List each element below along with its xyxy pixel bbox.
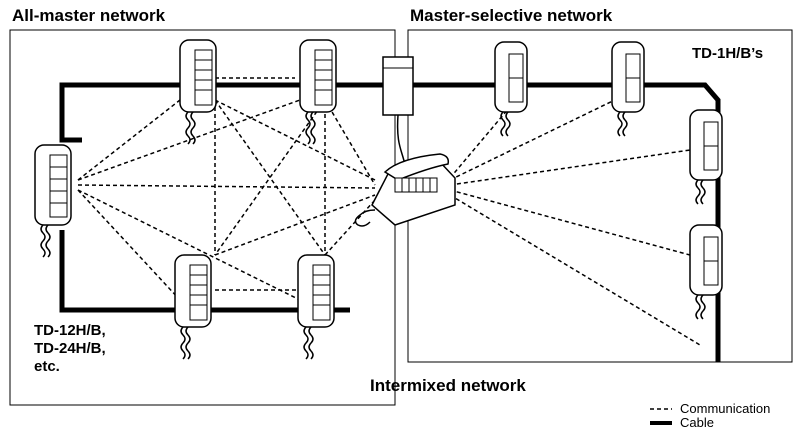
station-top-left (179, 39, 217, 145)
station-top-right (299, 39, 337, 145)
td24-model-label: TD-24H/B, (34, 340, 106, 357)
legend-cable-label: Cable (680, 415, 714, 430)
station-bottom-right (297, 254, 335, 360)
power-adapter (382, 56, 414, 116)
master-desk-station (354, 153, 456, 227)
intermixed-network-title: Intermixed network (370, 376, 526, 395)
station-bottom-left (174, 254, 212, 360)
etc-label: etc. (34, 358, 60, 375)
selective-station-1 (494, 41, 528, 137)
communication-lines (77, 77, 701, 346)
selective-station-3 (689, 109, 723, 205)
selective-station-2 (611, 41, 645, 137)
adapter-wire (396, 114, 406, 166)
master-selective-network-title: Master-selective network (410, 6, 613, 25)
cable-loop-all-master-bottom (59, 230, 350, 313)
selective-station-4 (689, 224, 723, 320)
td12-model-label: TD-12H/B, (34, 322, 106, 339)
station-left (34, 144, 72, 258)
cable-loop-master-selective (400, 82, 721, 362)
all-master-network-title: All-master network (12, 6, 166, 25)
td1-model-label: TD-1H/B’s (692, 45, 764, 62)
legend-communication-label: Communication (680, 401, 771, 416)
cable-loop-all-master (59, 82, 400, 143)
master-selective-network-box (407, 29, 793, 363)
